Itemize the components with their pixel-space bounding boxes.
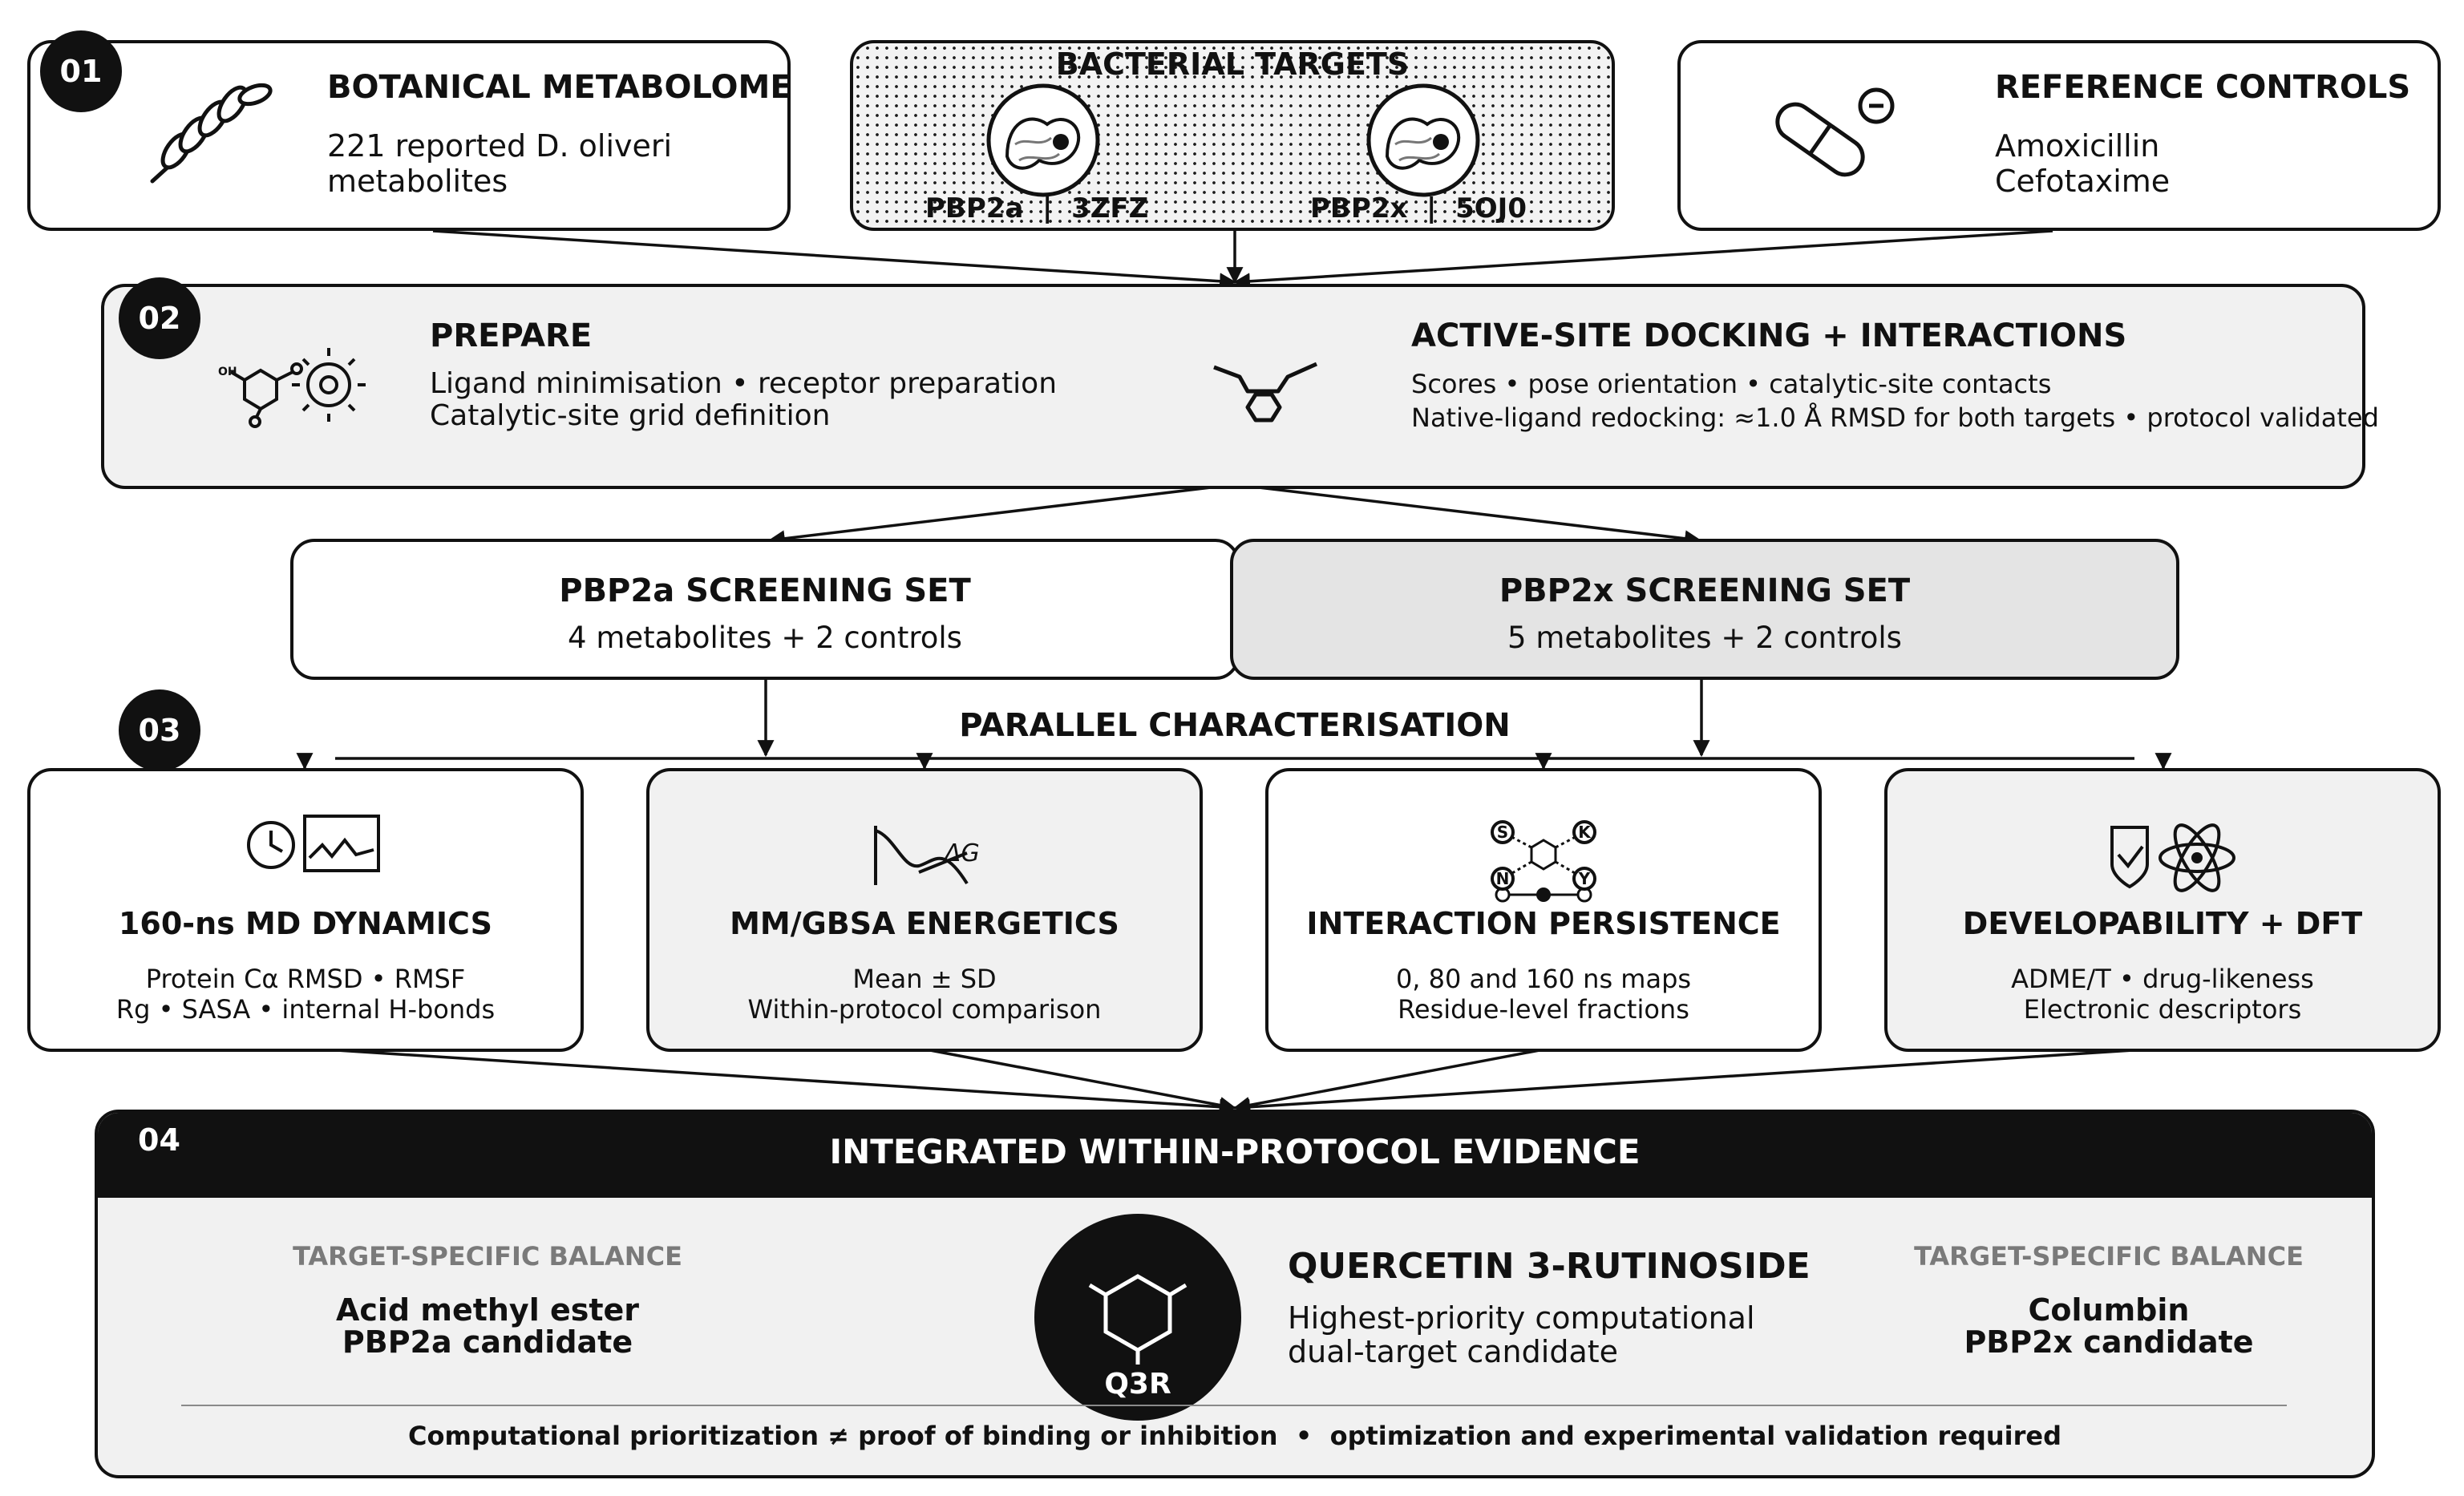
prepare-line1: Ligand minimisation • receptor preparati… [430,367,1058,400]
step-badge-02: 02 [119,277,200,359]
evidence-divider [181,1405,2287,1406]
residue-y-label: Y [1578,869,1591,888]
pbp2a-screening-title: PBP2a SCREENING SET [559,572,971,609]
pbp2x-screening-sub: 5 metabolites + 2 controls [1507,621,1902,655]
controls-line1: Amoxicillin [1995,128,2160,164]
developability-line2: Electronic descriptors [2023,994,2302,1025]
botanical-line1: 221 reported D. oliveri [327,128,673,164]
target-pbp2x-label: PBP2x | 5OJ0 [1310,192,1527,224]
q3r-badge [1034,1214,1241,1421]
mmgbsa-card [646,768,1203,1052]
pill-icon [1775,87,1895,177]
md-dynamics-line2: Rg • SASA • internal H-bonds [115,994,496,1025]
md-dynamics-line1: Protein Cα RMSD • RMSF [145,964,466,994]
parallel-title: PARALLEL CHARACTERISATION [802,707,1668,744]
docking-pocket-icon [1213,362,1318,423]
molecule-gear-icon: OH [218,348,366,428]
q3r-hexagon-icon [1088,1274,1187,1365]
pbp2x-protein-icon [1366,83,1480,197]
pbp2a-screening-sub: 4 metabolites + 2 controls [568,621,962,655]
right-balance-label: TARGET-SPECIFIC BALANCE [1914,1241,2304,1272]
developability-line1: ADME/T • drug-likeness [2011,964,2314,994]
mmgbsa-line2: Within-protocol comparison [747,994,1102,1025]
energy-curve-icon: ΔG [874,826,980,885]
quercetin-title: QUERCETIN 3-RUTINOSIDE [1288,1246,1811,1287]
developability-title: DEVELOPABILITY + DFT [1962,906,2363,941]
clock-chart-icon [247,815,380,872]
controls-title: REFERENCE CONTROLS [1995,69,2411,106]
evidence-header-bar [98,1113,2372,1198]
docking-line2: Native-ligand redocking: ≈1.0 Å RMSD for… [1411,402,2379,433]
q3r-label: Q3R [1104,1368,1171,1401]
pbp2x-screening-box [1230,539,2179,680]
step-badge-01: 01 [40,30,122,112]
interaction-persistence-title: INTERACTION PERSISTENCE [1306,906,1781,941]
interaction-persistence-card [1265,768,1822,1052]
md-dynamics-title: 160-ns MD DYNAMICS [118,906,492,941]
step-badge-04: 04 [138,1122,180,1158]
controls-line2: Cefotaxime [1995,164,2171,199]
botanical-line2: metabolites [327,164,508,199]
pbp2x-screening-title: PBP2x SCREENING SET [1499,572,1911,609]
prepare-line2: Catalytic-site grid definition [430,399,831,432]
botanical-metabolome-box [27,40,791,231]
prepare-docking-box [101,284,2365,489]
shield-atom-icon [2110,823,2235,892]
mmgbsa-line1: Mean ± SD [852,964,997,994]
residue-s-label: S [1497,823,1508,842]
bacterial-targets-box [850,40,1615,231]
leaf-branch-icon [150,83,273,184]
left-candidate-line1: Acid methyl ester [335,1292,640,1328]
pbp2a-protein-icon [986,83,1100,197]
evidence-header: INTEGRATED WITHIN-PROTOCOL EVIDENCE [829,1132,1641,1171]
pbp2a-screening-box [290,539,1240,680]
delta-g-label: ΔG [943,839,980,867]
interaction-persistence-line1: 0, 80 and 160 ns maps [1395,964,1692,994]
step-badge-03: 03 [119,689,200,771]
target-pbp2a-label: PBP2a | 3ZFZ [925,192,1149,224]
developability-card [1884,768,2441,1052]
residue-k-label: K [1578,823,1592,842]
interaction-persistence-line2: Residue-level fractions [1398,994,1689,1025]
mmgbsa-title: MM/GBSA ENERGETICS [730,906,1119,941]
residue-n-label: N [1496,869,1510,888]
quercetin-line2: dual-target candidate [1288,1334,1619,1369]
docking-title: ACTIVE-SITE DOCKING + INTERACTIONS [1411,317,2127,354]
botanical-title: BOTANICAL METABOLOME [327,69,792,106]
left-candidate-line2: PBP2a candidate [342,1324,633,1360]
docking-line1: Scores • pose orientation • catalytic-si… [1411,369,2052,399]
right-candidate-line1: Columbin [2028,1292,2190,1328]
evidence-footer: Computational prioritization ≠ proof of … [408,1421,2061,1451]
left-balance-label: TARGET-SPECIFIC BALANCE [293,1241,682,1272]
svg-text:OH: OH [218,366,237,378]
prepare-title: PREPARE [430,317,593,354]
residue-network-icon: S K N Y [1491,820,1596,903]
right-candidate-line2: PBP2x candidate [1964,1324,2254,1360]
bacterial-targets-title: BACTERIAL TARGETS [1055,46,1410,82]
quercetin-line1: Highest-priority computational [1288,1300,1755,1336]
